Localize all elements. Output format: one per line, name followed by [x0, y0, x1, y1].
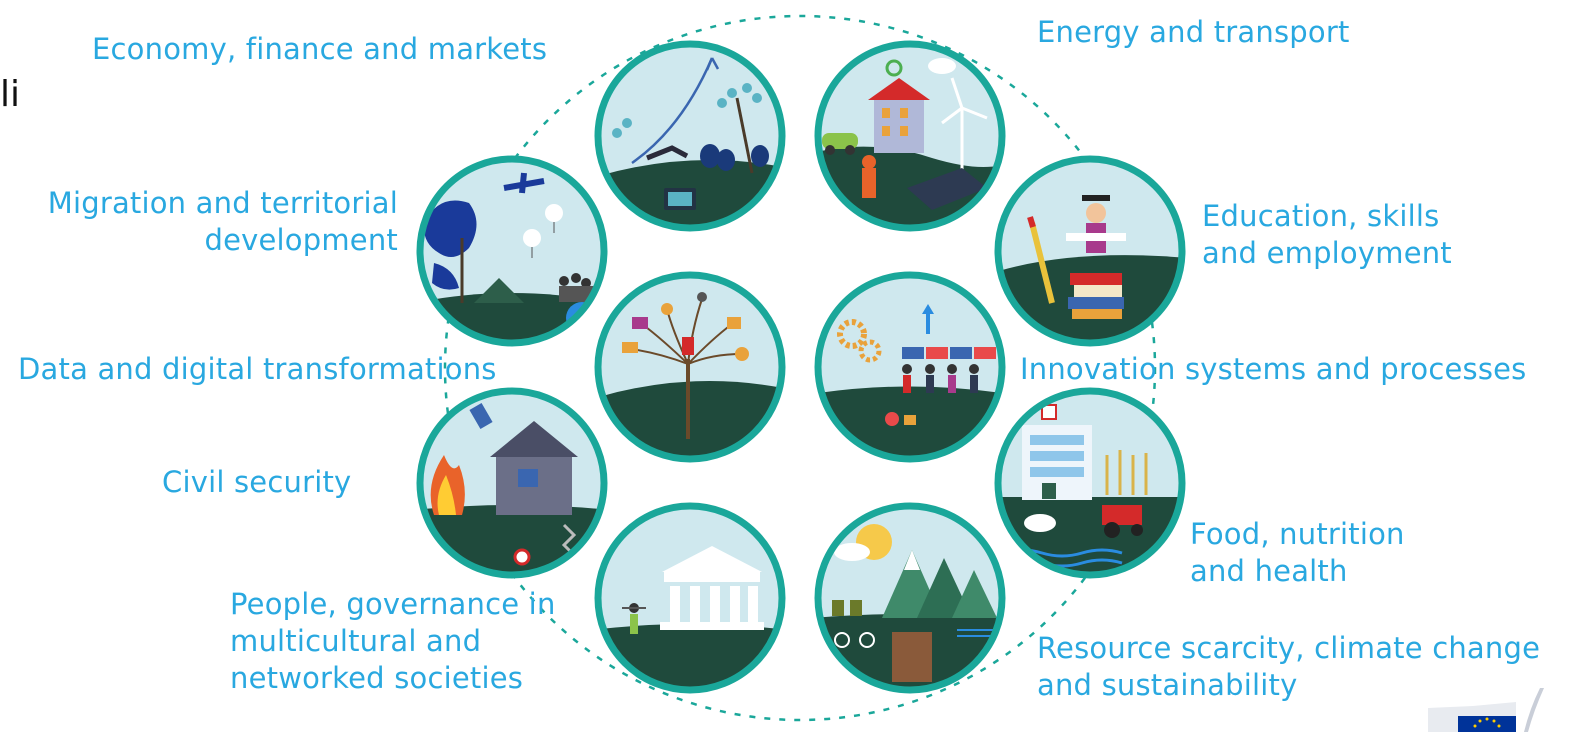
label-data: Data and digital transformations: [18, 352, 497, 386]
label-resource: Resource scarcity, climate change and su…: [1037, 631, 1541, 702]
label-migration: Migration and territorial development: [47, 186, 398, 257]
food-scene-icon: [994, 387, 1186, 579]
clipped-text: li: [0, 74, 21, 115]
label-people: People, governance in multicultural and …: [230, 587, 556, 695]
resource-scene-icon: [814, 502, 1006, 694]
label-economy: Economy, finance and markets: [92, 32, 548, 66]
innovation-scene-icon: [814, 271, 1006, 463]
education-scene-icon: [994, 155, 1186, 347]
label-energy: Energy and transport: [1037, 15, 1350, 49]
label-civil-security: Civil security: [162, 465, 352, 499]
civil-security-scene-icon: [416, 387, 608, 579]
migration-scene-icon: [416, 155, 608, 347]
eu-flag-icon: [1428, 688, 1544, 732]
economy-scene-icon: [594, 40, 786, 232]
label-food: Food, nutrition and health: [1190, 517, 1405, 588]
label-innovation: Innovation systems and processes: [1020, 352, 1527, 386]
energy-scene-icon: [814, 40, 1006, 232]
label-education: Education, skills and employment: [1202, 199, 1452, 270]
governance-scene-icon: [594, 502, 786, 694]
data-scene-icon: [594, 271, 786, 463]
